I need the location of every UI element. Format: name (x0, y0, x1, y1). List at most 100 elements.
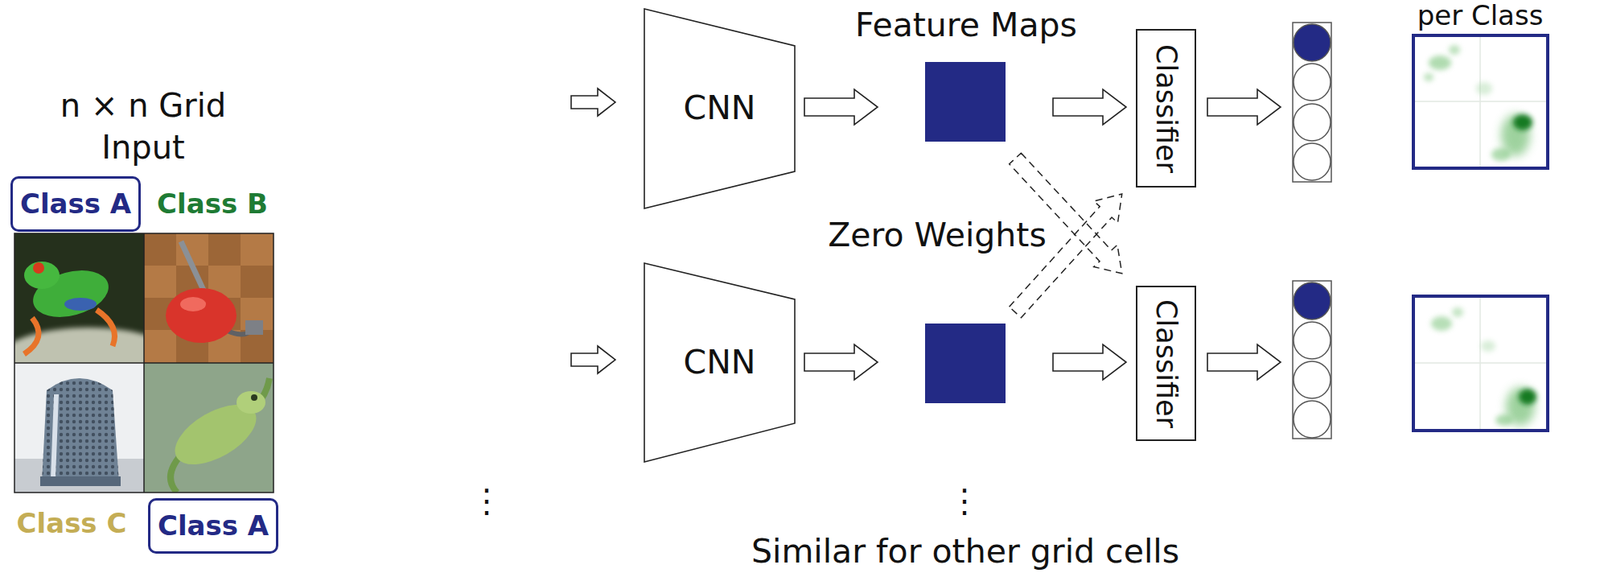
label-slot: Similar for other grid cells (751, 533, 1180, 570)
output-unit-active (1293, 24, 1331, 62)
frog-eye (250, 394, 258, 401)
thimble-body (41, 378, 120, 483)
label-slot: Zero Weights (824, 217, 1050, 254)
thimble-highlight (53, 394, 57, 479)
vacuum-image (143, 233, 274, 363)
heat-blob (1423, 73, 1434, 82)
frog-eye (32, 262, 45, 274)
classifier-label: Classifier (1149, 299, 1184, 428)
image-ground (14, 362, 144, 493)
grid-line (14, 361, 274, 364)
vacuum-highlight (180, 296, 206, 312)
frog-image (14, 233, 144, 363)
block-arrow (1207, 89, 1281, 125)
frog-flank (64, 297, 97, 311)
frog-head (236, 390, 266, 414)
heatmap-frame (1413, 296, 1548, 431)
cnn-trapezoid: CNN (643, 262, 796, 463)
heatmap-seam (1414, 100, 1547, 103)
feature-map (925, 323, 1006, 404)
block-arrow (571, 88, 616, 116)
output-vector (1292, 280, 1332, 439)
label-slot: ⋮ (470, 482, 503, 519)
diagram-label: per Class (1417, 0, 1544, 32)
class-label: Class A (20, 187, 132, 221)
output-vector (1292, 22, 1332, 182)
saliency-heatmap (1414, 297, 1547, 429)
label-slot: Class B (156, 189, 268, 219)
output-unit (1293, 400, 1331, 438)
label-slot: n × n Grid Input (50, 84, 236, 169)
parquet-tile (240, 265, 274, 298)
block-arrow (804, 89, 878, 125)
thimble-rim (40, 476, 121, 486)
image-ground (143, 233, 274, 363)
frog-leg (24, 317, 39, 354)
block-arrow (571, 345, 616, 374)
trapezoid-shape (644, 263, 795, 462)
vacuum-body (165, 287, 237, 343)
heat-blob (1491, 148, 1511, 161)
output-unit (1293, 143, 1331, 181)
feature-map (925, 61, 1006, 142)
class-tag: Class A (10, 176, 141, 232)
trapezoid-shape (644, 8, 795, 209)
heat-blob (1428, 55, 1452, 70)
output-unit (1293, 63, 1331, 101)
label-slot: Feature Maps (855, 7, 1078, 44)
output-unit (1293, 361, 1331, 399)
heatmap-ground (1414, 37, 1547, 167)
diagram-label: Feature Maps (855, 5, 1078, 45)
classifier-box: Classifier (1135, 28, 1197, 188)
cnn-trapezoid: CNN (643, 8, 796, 210)
frog-head (24, 261, 60, 289)
thimble-image (14, 362, 144, 493)
diagram-label: ⋮ (470, 481, 503, 519)
thimble-dimples (41, 378, 120, 483)
image-ground (143, 362, 274, 493)
output-unit (1293, 103, 1331, 141)
class-label: Class A (157, 509, 269, 543)
heat-peak (1518, 388, 1537, 405)
heat-peak (1513, 114, 1533, 131)
block-arrow (1207, 344, 1281, 380)
network-label: CNN (683, 342, 757, 383)
label-slot: per Class (1417, 0, 1544, 31)
frog-leg (96, 309, 116, 346)
block-arrow (1052, 344, 1127, 380)
block-arrow (804, 344, 878, 380)
parquet-tile (208, 233, 241, 266)
classifier-box: Classifier (1135, 285, 1197, 441)
diagram-label: Similar for other grid cells (751, 531, 1180, 571)
parquet-tile (143, 233, 177, 266)
heat-blob (1480, 340, 1496, 352)
frog-image (143, 362, 274, 493)
heatmap-seam (1414, 361, 1547, 364)
frog-body (28, 262, 115, 325)
heat-blob (1476, 82, 1493, 95)
heatmap-frame (1413, 35, 1548, 169)
heat-blob (1431, 316, 1452, 331)
class-tag: Class A (148, 497, 279, 554)
heat-blob (1448, 45, 1461, 55)
diagram-label: Zero Weights (824, 215, 1050, 255)
diagram-label: Class B (156, 187, 268, 220)
diagram-label: n × n Grid Input (60, 86, 227, 166)
network-label: CNN (683, 88, 757, 128)
heat-blob (1451, 307, 1464, 317)
output-unit (1293, 321, 1331, 359)
saliency-heatmap (1414, 37, 1547, 167)
label-slot: Class C (16, 508, 128, 539)
heatmap-ground (1414, 297, 1547, 429)
diagram-label: Class C (16, 506, 128, 539)
grid-border (14, 233, 274, 493)
vacuum-head (245, 320, 264, 335)
diagram-label: ⋮ (948, 481, 981, 519)
block-arrow (1052, 89, 1127, 125)
classifier-label: Classifier (1149, 44, 1184, 173)
output-unit-active (1293, 282, 1331, 320)
label-slot: ⋮ (948, 482, 981, 519)
